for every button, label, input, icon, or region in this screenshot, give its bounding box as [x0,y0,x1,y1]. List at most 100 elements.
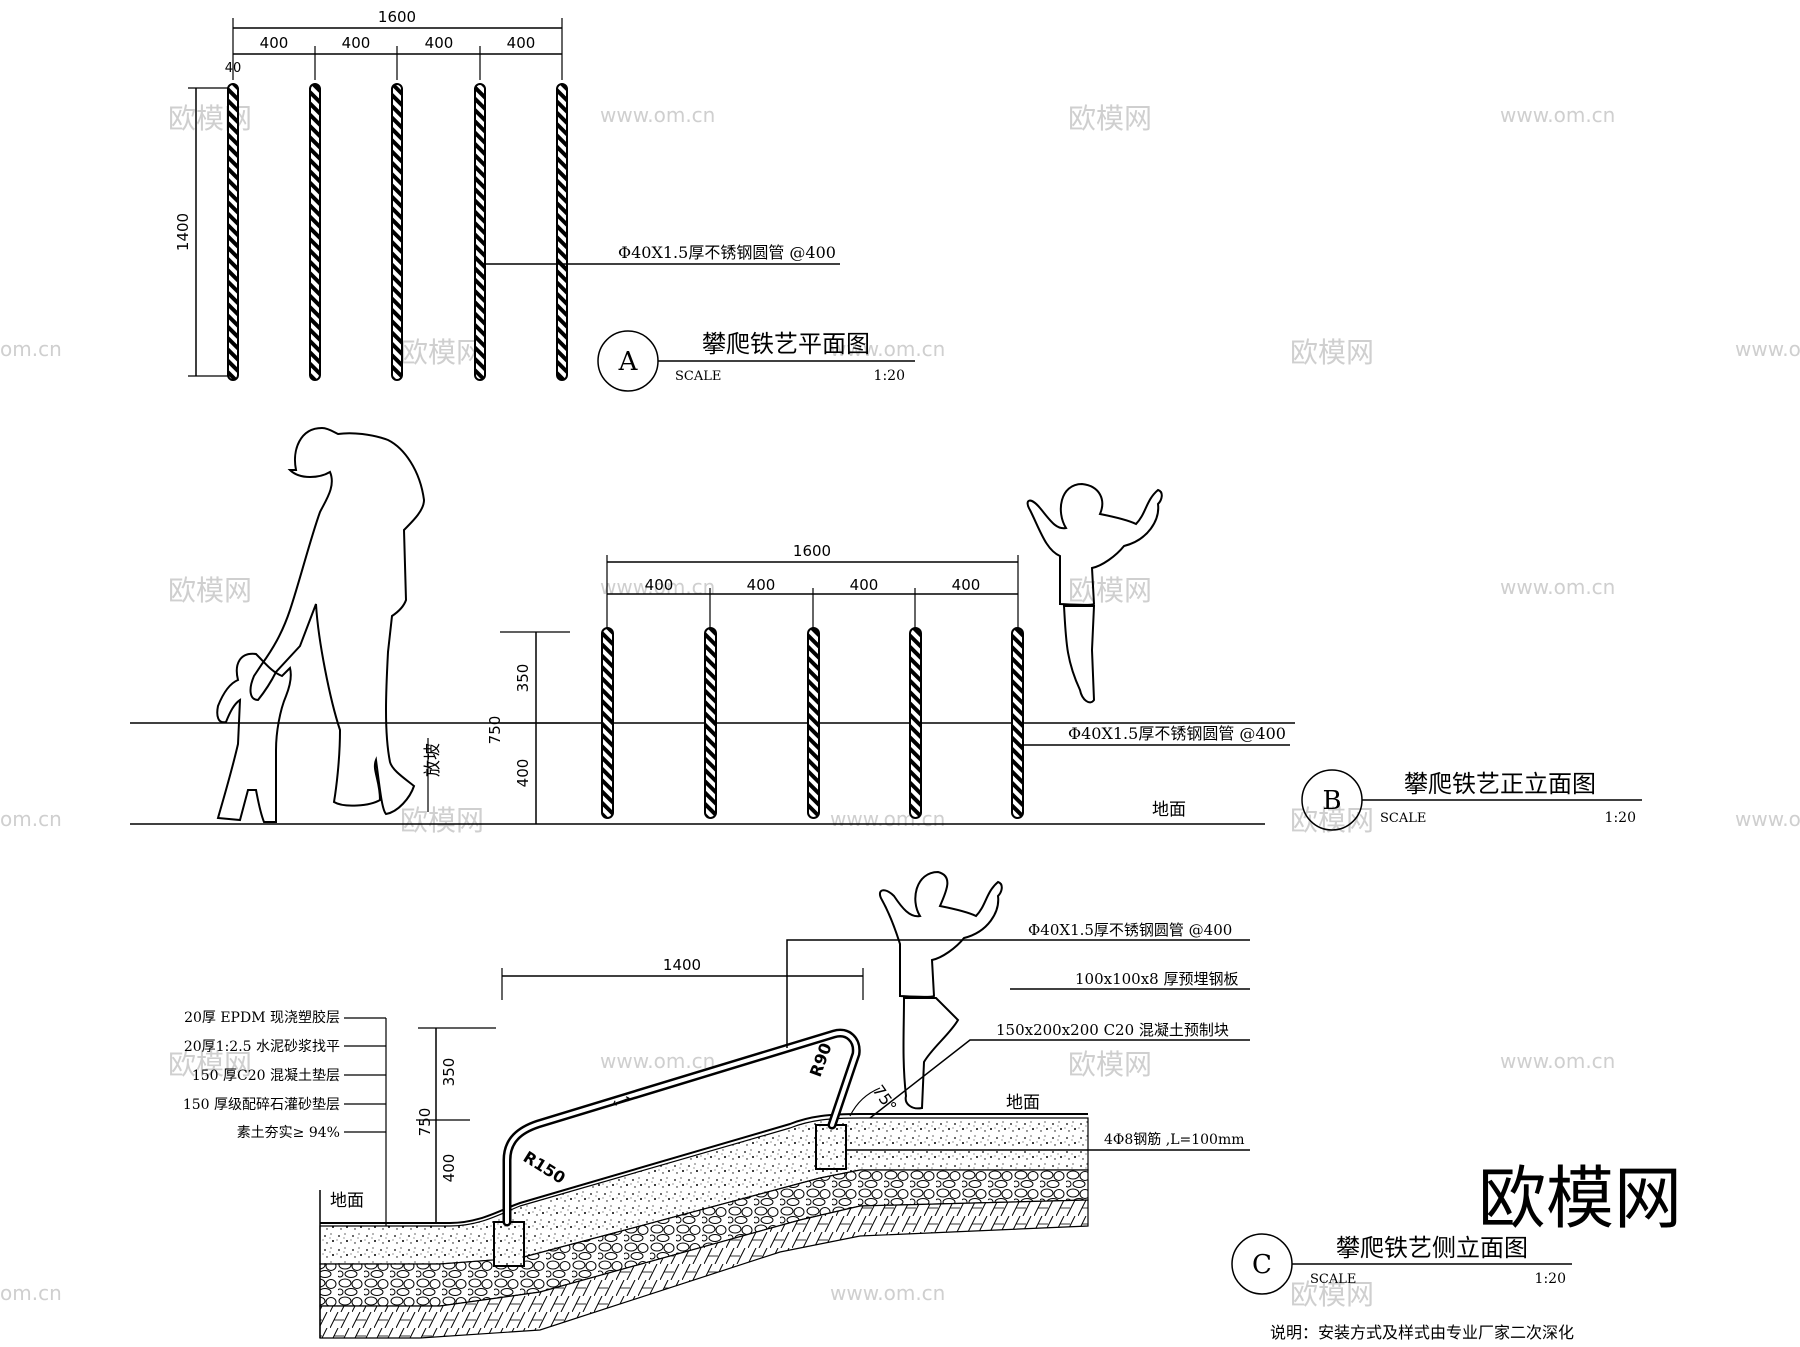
front-dim-segment: 400 [747,576,776,594]
watermark-text: www.om.cn [1735,807,1800,831]
plan-dim-segment: 400 [342,34,371,52]
front-pipe-note: Φ40X1.5厚不锈钢圆管 @400 [1068,724,1286,743]
side-callout: 100x100x8 厚预埋钢板 [1075,970,1239,988]
front-scale-value: 1:20 [1605,810,1636,826]
front-dim-segment: 400 [850,576,879,594]
front-pipe [601,627,614,819]
toddler-silhouette [216,652,292,823]
watermark-text: www.om.cn [830,807,945,831]
front-dim-lower: 400 [514,759,532,788]
side-radius-bottom: R150 [520,1147,569,1187]
plan-pipe [391,83,403,381]
side-elevation-view: R150 R90 75° ⟷ 1400 350 750 400 20厚 EPDM… [183,870,1574,1342]
installation-note: 说明：安装方式及样式由专业厂家二次深化 [1270,1323,1574,1342]
plan-marker-letter: A [618,347,639,377]
side-scale-label: SCALE [1310,1272,1356,1287]
side-callout: 150x200x200 C20 混凝土预制块 [996,1021,1229,1039]
plan-dim-segment: 400 [507,34,536,52]
side-ground-right: 地面 [1006,1093,1040,1113]
watermark-text: 欧模网 [1068,102,1152,135]
watermark-text: 欧模网 [1290,1278,1374,1311]
climbing-child-silhouette [1026,482,1163,704]
front-marker-letter: B [1322,786,1341,816]
watermark-text: 欧模网 [400,804,484,837]
plan-pipe [309,83,321,381]
front-pipe [704,627,717,819]
plan-pipe [227,83,239,381]
callout-leader [786,939,1250,1048]
side-title: 攀爬铁艺侧立面图 [1336,1234,1528,1262]
front-ground-label: 地面 [1152,800,1186,820]
angle-arc [849,1087,881,1117]
layer-spec: 素土夯实≥ 94% [237,1125,340,1141]
side-child-silhouette [878,870,1003,1110]
plan-pipe [556,83,568,381]
layer-spec: 150 厚C20 混凝土垫层 [192,1068,340,1084]
front-pipe [909,627,922,819]
plan-dim-height: 1400 [174,213,192,251]
front-pipe [1011,627,1024,819]
watermark-text: www.om.cn [600,1049,715,1073]
front-dim-segment: 400 [952,576,981,594]
bent-climbing-pipe-inner [505,1031,859,1224]
compacted-soil-layer [319,1199,1089,1339]
plan-title: 攀爬铁艺平面图 [702,330,870,358]
side-callout: 4Φ8钢筋 ,L=100mm [1104,1131,1245,1148]
side-dim-length: 1400 [663,956,701,974]
watermark-text: 欧模网 [400,336,484,369]
watermark-text: 欧模网 [1068,1048,1152,1081]
front-dim-upper: 350 [514,664,532,693]
watermark-text: om.cn [0,1281,62,1305]
brand-logo: 欧模网 [1478,1160,1682,1239]
side-ground-left: 地面 [330,1191,364,1211]
front-dim-segment: 400 [645,576,674,594]
concrete-block-left [493,1221,525,1267]
front-pipe [807,627,820,819]
plan-pipe [474,83,486,381]
front-scale-label: SCALE [1380,811,1426,826]
side-dim-total-h: 750 [416,1108,434,1137]
layer-spec: 20厚 EPDM 现浇塑胶层 [184,1009,340,1026]
plan-dim-pipe: 40 [225,61,242,76]
front-dim-total: 1600 [793,542,831,560]
front-dim-total-h: 750 [486,716,504,745]
watermark-text: 欧模网 [1068,574,1152,607]
watermark-text: 欧模网 [1290,336,1374,369]
plan-dim-total: 1600 [378,8,416,26]
concrete-block-right [815,1124,847,1170]
watermark-text: 欧模网 [168,1048,252,1081]
watermark-text: 欧模网 [168,102,252,135]
callout-leader [869,1039,1250,1119]
layer-spec: 150 厚级配碎石灌砂垫层 [183,1097,340,1113]
watermark-text: www.om.cn [1735,337,1800,361]
watermark-text: 欧模网 [168,574,252,607]
side-callout: Φ40X1.5厚不锈钢圆管 @400 [1028,921,1232,939]
watermark-text: om.cn [0,807,62,831]
layer-spec: 20厚1:2.5 水泥砂浆找平 [184,1039,340,1055]
watermark-text: om.cn [0,337,62,361]
plan-view: 1600 400 400 400 400 40 1400 Φ40X1.5厚不锈钢… [174,8,915,392]
plan-dim-segment: 400 [260,34,289,52]
watermark-text: www.om.cn [600,103,715,127]
watermark-layer: 欧模网 www.om.cn 欧模网 www.om.cn om.cn 欧模网 www.om.c… [0,102,1800,1311]
side-scale-value: 1:20 [1535,1271,1566,1287]
watermark-text: www.om.cn [830,1281,945,1305]
side-marker-letter: C [1252,1250,1272,1280]
front-elevation-view: 350 750 400 放坡 1600 400 400 400 400 Φ40X… [130,426,1642,831]
side-dim-upper: 350 [440,1058,458,1087]
watermark-text: www.om.cn [600,575,715,599]
watermark-text: www.om.cn [830,337,945,361]
pipe-direction-mark: ⟷ [610,1091,633,1111]
watermark-text: www.om.cn [1500,103,1615,127]
front-slope-label: 放坡 [423,743,443,777]
watermark-text: www.om.cn [1500,1049,1615,1073]
side-dim-lower: 400 [440,1154,458,1183]
plan-scale-label: SCALE [675,369,721,384]
plan-scale-value: 1:20 [874,368,905,384]
front-title: 攀爬铁艺正立面图 [1404,770,1596,798]
watermark-text: www.om.cn [1500,575,1615,599]
plan-dim-segment: 400 [425,34,454,52]
side-radius-top: R90 [806,1040,836,1079]
adult-with-toddler-silhouette [249,426,426,816]
